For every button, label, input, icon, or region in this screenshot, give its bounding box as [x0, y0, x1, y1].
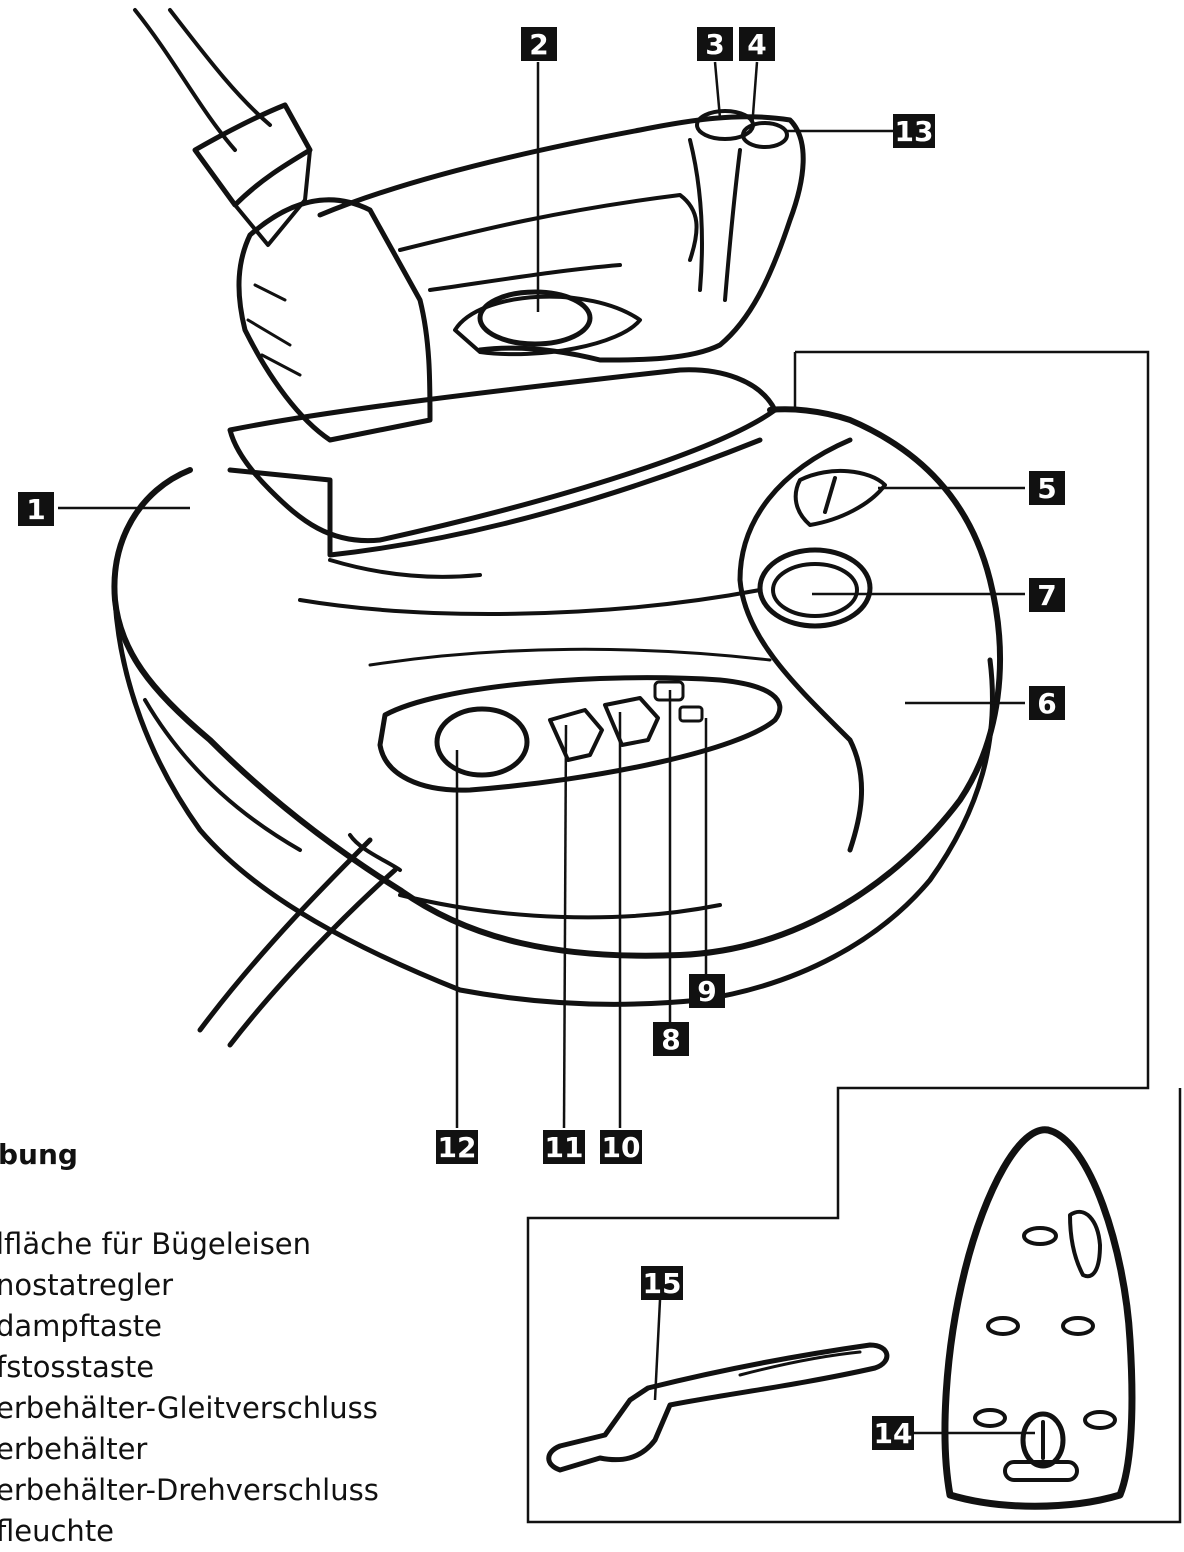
legend-item: dampftaste — [0, 1309, 162, 1343]
callout-5: 5 — [1029, 471, 1065, 505]
legend-item: lfläche für Bügeleisen — [0, 1227, 312, 1261]
svg-text:15: 15 — [643, 1267, 682, 1300]
legend-item: fstosstaste — [0, 1350, 155, 1384]
parts-legend: lfläche für Bügeleisen nostatregler damp… — [0, 1224, 379, 1552]
svg-text:5: 5 — [1037, 472, 1056, 505]
svg-text:13: 13 — [895, 115, 934, 148]
callout-10: 10 — [600, 1130, 642, 1164]
crank-tool — [546, 1342, 890, 1473]
svg-text:1: 1 — [26, 493, 45, 526]
legend-title: bung — [0, 1138, 78, 1171]
steam-iron — [227, 109, 806, 579]
callout-11: 11 — [543, 1130, 585, 1164]
svg-text:2: 2 — [529, 28, 548, 61]
inset-frame — [526, 350, 1182, 1524]
callout-12: 12 — [436, 1130, 478, 1164]
callout-13: 13 — [893, 114, 935, 148]
svg-text:7: 7 — [1037, 579, 1056, 612]
svg-text:4: 4 — [747, 28, 766, 61]
callout-8: 8 — [653, 1022, 689, 1056]
svg-text:9: 9 — [697, 975, 716, 1008]
callout-3: 3 — [697, 27, 733, 61]
callout-6: 6 — [1029, 686, 1065, 720]
svg-text:14: 14 — [874, 1417, 913, 1450]
svg-text:12: 12 — [438, 1131, 477, 1164]
legend-item: erbehälter-Drehverschluss — [0, 1473, 379, 1507]
legend-item: fleuchte — [0, 1514, 115, 1548]
callout-14: 14 — [872, 1416, 914, 1450]
legend-item: nostatregler — [0, 1268, 174, 1302]
base-station — [111, 406, 1003, 1048]
svg-text:10: 10 — [602, 1131, 641, 1164]
callout-2: 2 — [521, 27, 557, 61]
callout-4: 4 — [739, 27, 775, 61]
legend-item: erbehälter — [0, 1432, 148, 1466]
legend-item: erbehälter-Gleitverschluss — [0, 1391, 378, 1425]
callout-15: 15 — [641, 1266, 683, 1300]
svg-text:11: 11 — [545, 1131, 584, 1164]
svg-text:3: 3 — [705, 28, 724, 61]
svg-text:6: 6 — [1037, 687, 1056, 720]
soleplate-underside — [941, 1126, 1136, 1510]
callout-9: 9 — [689, 974, 725, 1008]
callout-7: 7 — [1029, 578, 1065, 612]
leader-lines — [58, 61, 1035, 1435]
power-cable — [133, 8, 313, 247]
svg-text:8: 8 — [661, 1023, 680, 1056]
callout-1: 1 — [18, 492, 54, 526]
